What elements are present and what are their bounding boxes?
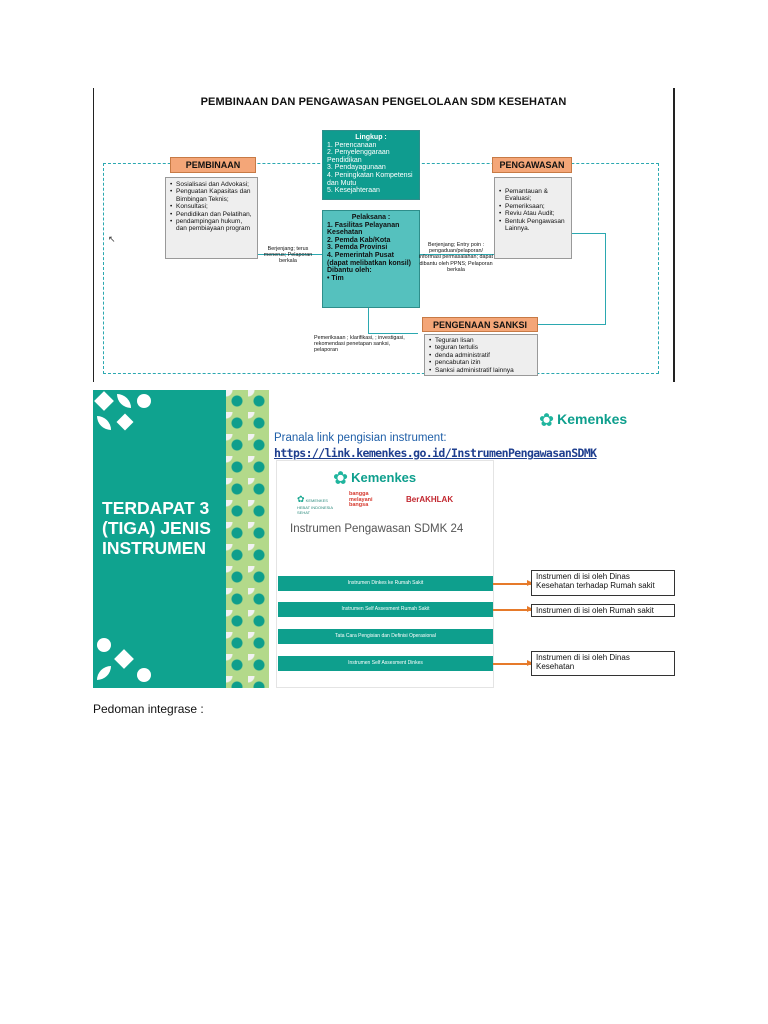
- pengawasan-item: Pemantauan & Evaluasi;: [499, 188, 567, 203]
- lingkup-box: Lingkup : 1. Perencanaan 2. Penyelenggar…: [322, 130, 420, 200]
- lingkup-item: 5. Kesejahteraan: [327, 187, 380, 195]
- connector-line: [420, 254, 494, 255]
- lingkup-heading: Lingkup :: [355, 134, 387, 141]
- connector-line: [258, 254, 322, 255]
- pembinaan-box: Sosialisasi dan Advokasi; Penguatan Kapa…: [165, 177, 258, 259]
- kemenkes-logo-icon: ✿: [333, 468, 349, 488]
- pengawasan-header: PENGAWASAN: [492, 157, 572, 173]
- logo-text: KEMENKES HEBAT INDONESIA SEHAT: [297, 498, 333, 515]
- pembinaan-item: Sosialisasi dan Advokasi;: [170, 181, 253, 189]
- slide-headline: TERDAPAT 3 (TIGA) JENIS INSTRUMEN: [102, 498, 272, 558]
- diagram-title: PEMBINAAN DAN PENGAWASAN PENGELOLAAN SDM…: [200, 96, 567, 108]
- sanksi-box: Teguran lisan teguran tertulis denda adm…: [424, 334, 538, 376]
- brand-text: Kemenkes: [557, 411, 628, 427]
- note-left: Berjenjang; terus menerus; Pelaporan ber…: [263, 246, 313, 265]
- form-title: Instrumen Pengawasan SDMK 24: [290, 523, 464, 535]
- sanksi-item: teguran tertulis: [429, 344, 533, 352]
- instrument-bar[interactable]: Instrumen Dinkes ke Rumah Sakit: [278, 576, 493, 591]
- logo-berakhlak: BerAKHLAK: [406, 495, 454, 504]
- deco-shape: [137, 394, 151, 408]
- logo-bangga: bangga melayani bangsa: [349, 491, 373, 508]
- pelaksana-item: 3. Pemda Provinsi: [327, 244, 388, 252]
- kemenkes-logo-icon: ✿: [539, 410, 555, 430]
- pengawasan-item: Pemeriksaan;: [499, 203, 567, 211]
- lingkup-item: 2. Penyelenggaraan Pendidikan: [327, 149, 390, 164]
- pembinaan-header: PEMBINAAN: [170, 157, 256, 173]
- note-bottom: Pemeriksaan ; klarifikasi, ; investigasi…: [314, 335, 405, 354]
- headline-line: (TIGA) JENIS: [102, 518, 211, 538]
- note-box: Instrumen di isi oleh Dinas Kesehatan: [531, 651, 675, 676]
- slide-left-panel: [93, 390, 226, 688]
- connector-line: [572, 233, 606, 234]
- deco-shape: [97, 638, 111, 652]
- instrument-bar[interactable]: Tata Cara Pengisian dan Definisi Operasi…: [278, 629, 493, 644]
- pelaksana-item: 2. Pemda Kab/Kota: [327, 236, 391, 244]
- headline-line: TERDAPAT 3: [102, 498, 210, 518]
- pengawasan-box: Pemantauan & Evaluasi; Pemeriksaan; Revi…: [494, 177, 572, 259]
- slide-instrumen: TERDAPAT 3 (TIGA) JENIS INSTRUMEN ✿Kemen…: [93, 390, 675, 688]
- headline-line: INSTRUMEN: [102, 538, 207, 558]
- lingkup-item: 1. Perencanaan: [327, 141, 377, 149]
- form-card: [276, 460, 494, 688]
- pembinaan-item: Konsultasi;: [170, 203, 253, 211]
- brand-text: Kemenkes: [351, 470, 417, 485]
- arrow-icon: [493, 580, 533, 586]
- note-box: Instrumen di isi oleh Dinas Kesehatan te…: [531, 570, 675, 596]
- logo-kemenkes-hebat: ✿ KEMENKES HEBAT INDONESIA SEHAT: [297, 494, 333, 515]
- pelaksana-box: Pelaksana : 1. Fasilitas Pelayanan Keseh…: [322, 210, 420, 308]
- pelaksana-item: 1. Fasilitas Pelayanan Kesehatan: [327, 221, 400, 237]
- note-right: Berjenjang; Entry poin : pengaduan/pelap…: [418, 242, 493, 273]
- lingkup-item: 4. Peningkatan Kompetensi dan Mutu: [327, 171, 413, 187]
- dibantu-label: Dibantu oleh:: [327, 267, 372, 275]
- slide-pattern: [226, 390, 269, 688]
- link-url[interactable]: https://link.kemenkes.go.id/InstrumenPen…: [274, 446, 597, 460]
- instrument-bar[interactable]: Instrumen Self Assesment Rumah Sakit: [278, 602, 493, 617]
- pengawasan-item: Bentuk Pengawasan Lainnya.: [499, 218, 567, 233]
- connector-line: [368, 333, 418, 334]
- connector-line: [538, 324, 606, 325]
- sanksi-item: Sanksi administratif lainnya: [429, 367, 533, 375]
- deco-shape: [137, 668, 151, 682]
- link-label: Pranala link pengisian instrument:: [274, 432, 447, 444]
- arrow-icon: [493, 660, 533, 666]
- dibantu-item: • Tim: [327, 274, 344, 282]
- sanksi-item: pencabutan izin: [429, 359, 533, 367]
- pelaksana-item: 4. Pemerintah Pusat (dapat melibatkan ko…: [327, 251, 412, 267]
- diagram-pembinaan-pengawasan: PEMBINAAN DAN PENGAWASAN PENGELOLAAN SDM…: [93, 88, 675, 382]
- pembinaan-item: Penguatan Kapasitas dan Bimbingan Teknis…: [170, 188, 253, 203]
- sanksi-item: denda administratif: [429, 352, 533, 360]
- brand-kemenkes-top: ✿Kemenkes: [539, 410, 627, 431]
- brand-kemenkes-card: ✿Kemenkes: [333, 468, 416, 489]
- instrument-bar[interactable]: Instrumen Self Assesment Dinkes: [278, 656, 493, 671]
- cursor-icon: ↖: [108, 234, 116, 244]
- sanksi-item: Teguran lisan: [429, 337, 533, 345]
- caption-text: Pedoman integrase :: [93, 702, 204, 716]
- connector-line: [605, 233, 606, 325]
- arrow-icon: [493, 606, 533, 612]
- sanksi-header: PENGENAAN SANKSI: [422, 317, 538, 332]
- note-box: Instrumen di isi oleh Rumah sakit: [531, 604, 675, 617]
- pengawasan-item: Reviu Atau Audit;: [499, 210, 567, 218]
- pembinaan-item: Pendidikan dan Pelatihan,: [170, 211, 253, 219]
- pembinaan-item: pendampingan hukum, dan pembiayaan progr…: [170, 218, 253, 233]
- pelaksana-heading: Pelaksana :: [351, 214, 391, 221]
- lingkup-item: 3. Pendayagunaan: [327, 164, 386, 172]
- connector-line: [368, 308, 369, 334]
